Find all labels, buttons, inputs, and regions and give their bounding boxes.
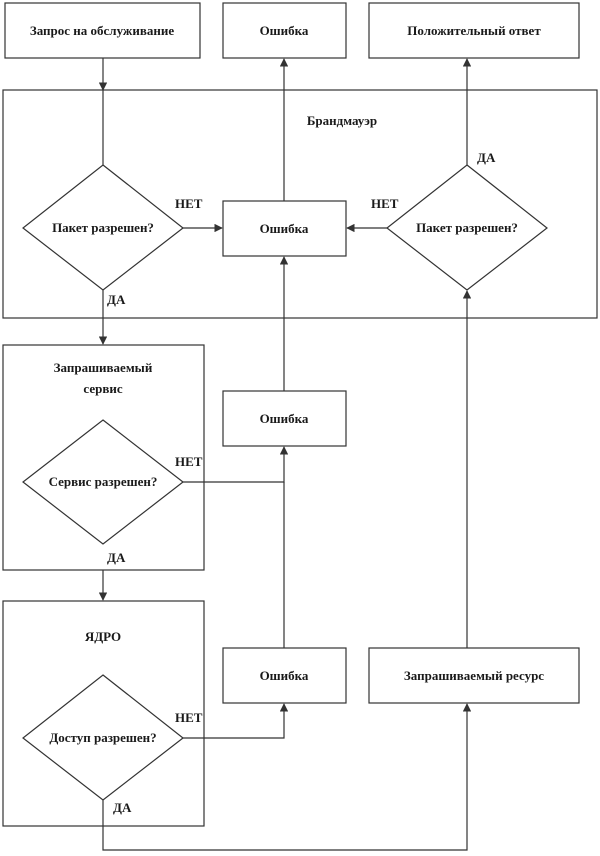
firewall-left-question: Пакет разрешен? bbox=[52, 220, 154, 235]
top-error-box bbox=[222, 2, 347, 59]
resource-box bbox=[368, 647, 580, 704]
positive-response-label: Положительный ответ bbox=[407, 23, 541, 38]
service-no-label: НЕТ bbox=[175, 454, 203, 469]
service-decision bbox=[22, 419, 184, 545]
firewall-right-question: Пакет разрешен? bbox=[416, 220, 518, 235]
request-label: Запрос на обслуживание bbox=[30, 23, 174, 38]
arrow-kernel-no-to-error bbox=[183, 703, 289, 739]
kernel-error-label: Ошибка bbox=[260, 668, 309, 683]
service-yes-label: ДА bbox=[107, 550, 126, 565]
firewall-right-yes-label: ДА bbox=[477, 150, 496, 165]
request-box bbox=[4, 2, 201, 59]
firewall-frame bbox=[2, 89, 598, 319]
kernel-yes-label: ДА bbox=[113, 800, 132, 815]
firewall-right-decision bbox=[386, 164, 548, 291]
firewall-left-yes-label: ДА bbox=[107, 292, 126, 307]
service-question: Сервис разрешен? bbox=[49, 474, 158, 489]
positive-response-box bbox=[368, 2, 580, 59]
service-error-label: Ошибка bbox=[260, 411, 309, 426]
service-title-line1: Запрашиваемый bbox=[54, 360, 153, 375]
resource-label: Запрашиваемый ресурс bbox=[404, 668, 544, 683]
firewall-right-no-label: НЕТ bbox=[371, 196, 399, 211]
top-error-label: Ошибка bbox=[260, 23, 309, 38]
kernel-no-label: НЕТ bbox=[175, 710, 203, 725]
firewall-left-no-label: НЕТ bbox=[175, 196, 203, 211]
kernel-title: ЯДРО bbox=[85, 629, 121, 644]
service-title-line2: сервис bbox=[83, 381, 122, 396]
firewall-title: Брандмауэр bbox=[307, 113, 377, 128]
kernel-error-box bbox=[222, 647, 347, 704]
firewall-error-label: Ошибка bbox=[260, 221, 309, 236]
kernel-question: Доступ разрешен? bbox=[49, 730, 156, 745]
arrow-kernel-yes-to-resource bbox=[102, 703, 472, 851]
